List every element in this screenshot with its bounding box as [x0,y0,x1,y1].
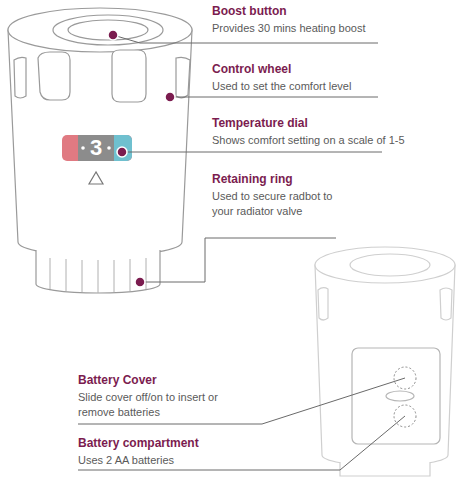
temperature-dial-display [62,135,132,161]
callout-text: Provides 30 mins heating boost [212,21,462,36]
radbot-front [8,8,192,293]
callout-heading: Boost button [212,4,462,19]
callout-heading: Battery Cover [78,373,278,388]
callout-text: Used to secure radbot to your radiator v… [212,189,340,219]
radbot-back [315,247,455,476]
callout-text: Slide cover off/on to insert or remove b… [78,390,253,420]
ring-ribs [50,258,146,293]
leader-lines [78,35,405,470]
callout-text: Shows comfort setting on a scale of 1-5 [212,133,467,148]
callout-text: Used to set the comfort level [212,79,462,94]
callout-heading: Retaining ring [212,172,472,187]
dial-number: 3 [78,136,114,160]
callout-heading: Temperature dial [212,116,462,131]
battery-markers [394,367,416,427]
callout-text: Uses 2 AA batteries [78,453,278,468]
callout-heading: Battery compartment [78,436,278,451]
callout-heading: Control wheel [212,62,462,77]
pointer-triangle [89,172,103,184]
leader-dots [108,30,175,287]
